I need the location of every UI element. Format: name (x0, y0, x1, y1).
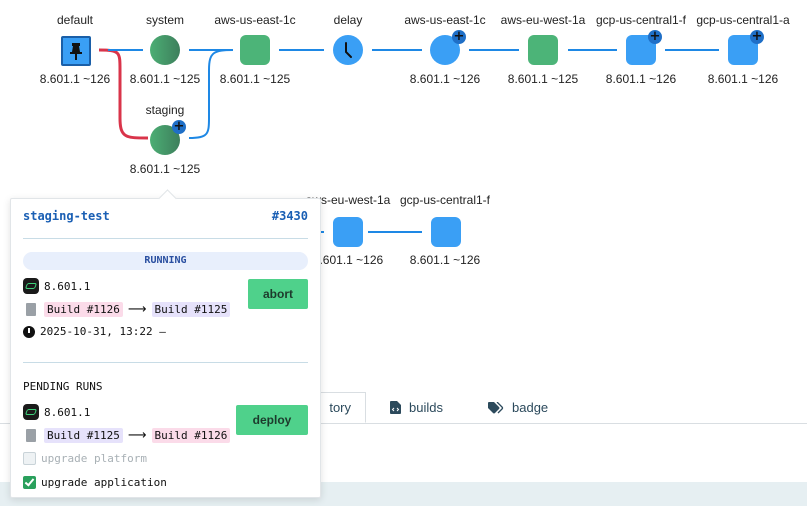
file-icon (26, 429, 36, 442)
plus-badge-icon (750, 30, 764, 44)
run-number[interactable]: #3430 (271, 209, 308, 223)
pending-version: 8.601.1 (44, 405, 91, 419)
pending-runs-heading: PENDING RUNS (23, 380, 103, 393)
pending-to-build: Build #1126 (151, 428, 231, 443)
divider (23, 362, 308, 363)
tags-icon (488, 401, 504, 413)
node-version-gcp-us-central1-f: 8.601.1 ~126 (605, 72, 677, 86)
pending-from-build: Build #1125 (44, 428, 123, 443)
node-label-default: default (56, 13, 94, 27)
node-label-staging: staging (145, 103, 185, 117)
plus-badge-icon (452, 30, 466, 44)
node-aws-eu-west-1a-2[interactable] (333, 217, 363, 247)
node-label-delay: delay (333, 13, 363, 27)
pipeline-connectors (98, 48, 719, 233)
run-title[interactable]: staging-test (23, 209, 110, 223)
tab-badge[interactable]: badge (488, 392, 548, 423)
upgrade-application-checkbox[interactable] (23, 476, 36, 489)
started-row: 2025-10-31, 13:22 – (23, 325, 166, 338)
node-aws-us-east-1c-2[interactable] (430, 30, 466, 65)
file-code-icon (390, 401, 401, 414)
node-version-aws-us-east-1c-2: 8.601.1 ~126 (409, 72, 481, 86)
node-aws-us-east-1c[interactable] (240, 35, 270, 65)
connector-default-staging (98, 48, 149, 140)
node-gcp-us-central1-f-2[interactable] (431, 217, 461, 247)
node-version-gcp-us-central1-a: 8.601.1 ~126 (707, 72, 779, 86)
tab-builds-label: builds (409, 400, 443, 415)
node-label-gcp-us-central1-f-2: gcp-us-central1-f (399, 193, 491, 207)
node-label-aws-eu-west-1a-2: aws-eu-west-1a (305, 193, 391, 207)
arrow-right-icon: ⟶ (127, 302, 147, 317)
arrow-right-icon: ⟶ (127, 428, 147, 443)
current-build-row: Build #1126 ⟶ Build #1125 (23, 302, 231, 317)
pipeline-graph: default 8.601.1 ~126 system 8.601.1 ~125… (0, 0, 807, 290)
current-version: 8.601.1 (44, 279, 91, 293)
run-popover: staging-test #3430 RUNNING 8.601.1 Build… (10, 189, 321, 498)
node-gcp-us-central1-f[interactable] (626, 30, 662, 65)
app-icon (23, 404, 39, 420)
app-icon (23, 278, 39, 294)
node-version-staging: 8.601.1 ~125 (129, 162, 201, 176)
node-version-system: 8.601.1 ~125 (129, 72, 201, 86)
status-badge: RUNNING (23, 252, 308, 270)
upgrade-application-option[interactable]: upgrade application (23, 476, 167, 489)
to-build: Build #1125 (151, 302, 231, 317)
node-gcp-us-central1-a[interactable] (728, 30, 764, 65)
upgrade-application-label: upgrade application (41, 476, 167, 489)
node-version-gcp-us-central1-f-2: 8.601.1 ~126 (409, 253, 481, 267)
deploy-button[interactable]: deploy (236, 405, 308, 435)
pending-build-row: Build #1125 ⟶ Build #1126 (23, 428, 231, 443)
upgrade-platform-option[interactable]: upgrade platform (23, 452, 147, 465)
tab-history-label: tory (329, 400, 351, 415)
abort-button[interactable]: abort (248, 279, 308, 309)
node-label-system: system (145, 13, 185, 27)
tab-builds[interactable]: builds (390, 392, 443, 423)
connector-staging-aws1 (188, 49, 234, 139)
upgrade-platform-checkbox[interactable] (23, 452, 36, 465)
node-label-aws-us-east-1c: aws-us-east-1c (214, 13, 296, 27)
plus-badge-icon (172, 120, 186, 134)
node-label-gcp-us-central1-a: gcp-us-central1-a (696, 13, 790, 27)
node-delay[interactable] (333, 35, 363, 65)
pin-icon (70, 43, 82, 60)
clock-icon (345, 42, 352, 58)
node-staging[interactable] (150, 120, 186, 155)
plus-badge-icon (648, 30, 662, 44)
tab-badge-label: badge (512, 400, 549, 415)
node-version-aws-eu-west-1a-2: 8.601.1 ~126 (312, 253, 384, 267)
started-time: 2025-10-31, 13:22 – (40, 325, 166, 338)
current-version-row: 8.601.1 (23, 278, 90, 294)
node-default[interactable] (61, 36, 91, 66)
divider (23, 238, 308, 239)
node-label-aws-us-east-1c-2: aws-us-east-1c (404, 13, 486, 27)
from-build: Build #1126 (44, 302, 123, 317)
node-version-default: 8.601.1 ~126 (39, 72, 111, 86)
node-label-gcp-us-central1-f: gcp-us-central1-f (595, 13, 687, 27)
file-icon (26, 303, 36, 316)
node-version-aws-us-east-1c: 8.601.1 ~125 (219, 72, 291, 86)
node-aws-eu-west-1a[interactable] (528, 35, 558, 65)
pending-version-row: 8.601.1 (23, 404, 90, 420)
upgrade-platform-label: upgrade platform (41, 452, 147, 465)
node-version-aws-eu-west-1a: 8.601.1 ~125 (507, 72, 579, 86)
node-system[interactable] (150, 35, 180, 65)
clock-icon (23, 325, 35, 338)
node-label-aws-eu-west-1a: aws-eu-west-1a (500, 13, 586, 27)
